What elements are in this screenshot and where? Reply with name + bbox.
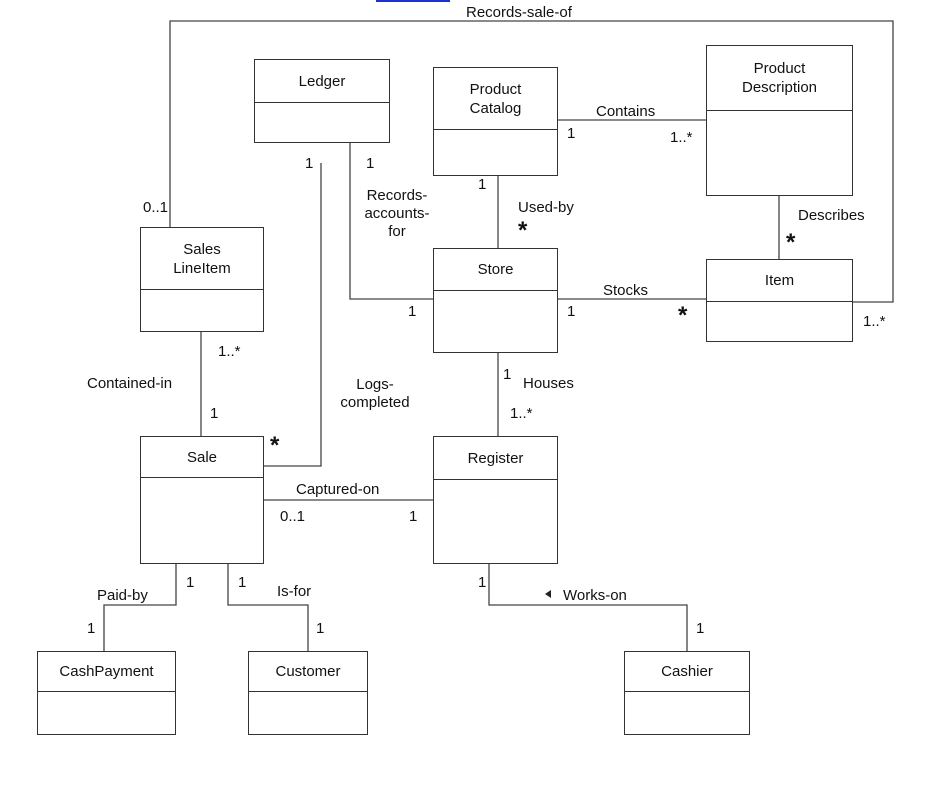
- top-link-underline: [376, 0, 450, 2]
- store-class-name: Store: [434, 249, 557, 291]
- records-accounts-for-line: [349, 143, 433, 300]
- contains-label: Contains: [596, 103, 656, 120]
- multiplicity: 1: [366, 155, 375, 172]
- store-class: Store: [433, 248, 558, 353]
- cashier-class: Cashier: [624, 651, 750, 735]
- paid-by-line: [103, 564, 177, 651]
- multiplicity: 1..*: [670, 129, 693, 146]
- logs-completed-label: Logs- completed: [340, 376, 410, 411]
- ledger-class-name: Ledger: [255, 60, 389, 103]
- multiplicity: 1: [316, 620, 325, 637]
- multiplicity: 1..*: [510, 405, 533, 422]
- captured-on-label: Captured-on: [296, 481, 380, 498]
- item-class-name: Item: [707, 260, 852, 302]
- register-class-name: Register: [434, 437, 557, 480]
- sales-line-item-class: Sales LineItem: [140, 227, 264, 332]
- multiplicity: *: [270, 432, 280, 459]
- multiplicity: 1: [696, 620, 705, 637]
- product-description-class-name: Product Description: [707, 46, 852, 111]
- is-for-line: [227, 564, 309, 651]
- multiplicity: *: [678, 302, 688, 329]
- multiplicity: 1: [186, 574, 195, 591]
- ledger-class: Ledger: [254, 59, 390, 143]
- product-catalog-class-name: Product Catalog: [434, 68, 557, 130]
- multiplicity: 1: [503, 366, 512, 383]
- multiplicity: 1: [478, 574, 487, 591]
- records-sale-of-label: Records-sale-of: [466, 4, 572, 21]
- cashier-class-name: Cashier: [625, 652, 749, 692]
- records-accounts-for-label: Records- accounts- for: [364, 187, 430, 240]
- works-on-line: [488, 564, 688, 651]
- sale-class: Sale: [140, 436, 264, 564]
- multiplicity: 1: [238, 574, 247, 591]
- multiplicity: 1: [87, 620, 96, 637]
- works-on-label: Works-on: [563, 587, 627, 604]
- stocks-label: Stocks: [603, 282, 649, 299]
- multiplicity: 1: [409, 508, 418, 525]
- multiplicity: 1: [210, 405, 219, 422]
- contained-in-label: Contained-in: [87, 375, 173, 392]
- logs-completed-line: [264, 163, 322, 467]
- multiplicity: *: [786, 229, 796, 256]
- is-for-label: Is-for: [277, 583, 312, 600]
- cash-payment-class-name: CashPayment: [38, 652, 175, 692]
- multiplicity: 0..1: [143, 199, 169, 216]
- multiplicity: 1..*: [218, 343, 241, 360]
- works-on-direction-icon: [545, 590, 551, 598]
- multiplicity: 1: [567, 125, 576, 142]
- describes-label: Describes: [798, 207, 865, 224]
- customer-class: Customer: [248, 651, 368, 735]
- customer-class-name: Customer: [249, 652, 367, 692]
- register-class: Register: [433, 436, 558, 564]
- product-description-class: Product Description: [706, 45, 853, 196]
- houses-label: Houses: [523, 375, 574, 392]
- multiplicity: 1..*: [863, 313, 886, 330]
- records-sale-of-line: [169, 20, 894, 303]
- multiplicity: 1: [567, 303, 576, 320]
- multiplicity: 1: [305, 155, 314, 172]
- sale-class-name: Sale: [141, 437, 263, 478]
- product-catalog-class: Product Catalog: [433, 67, 558, 176]
- multiplicity: 1: [478, 176, 487, 193]
- used-by-label: Used-by: [518, 199, 574, 216]
- multiplicity: *: [518, 217, 528, 244]
- multiplicity: 0..1: [280, 508, 306, 525]
- multiplicity: 1: [408, 303, 417, 320]
- sales-line-item-class-name: Sales LineItem: [141, 228, 263, 290]
- item-class: Item: [706, 259, 853, 342]
- paid-by-label: Paid-by: [97, 587, 148, 604]
- cash-payment-class: CashPayment: [37, 651, 176, 735]
